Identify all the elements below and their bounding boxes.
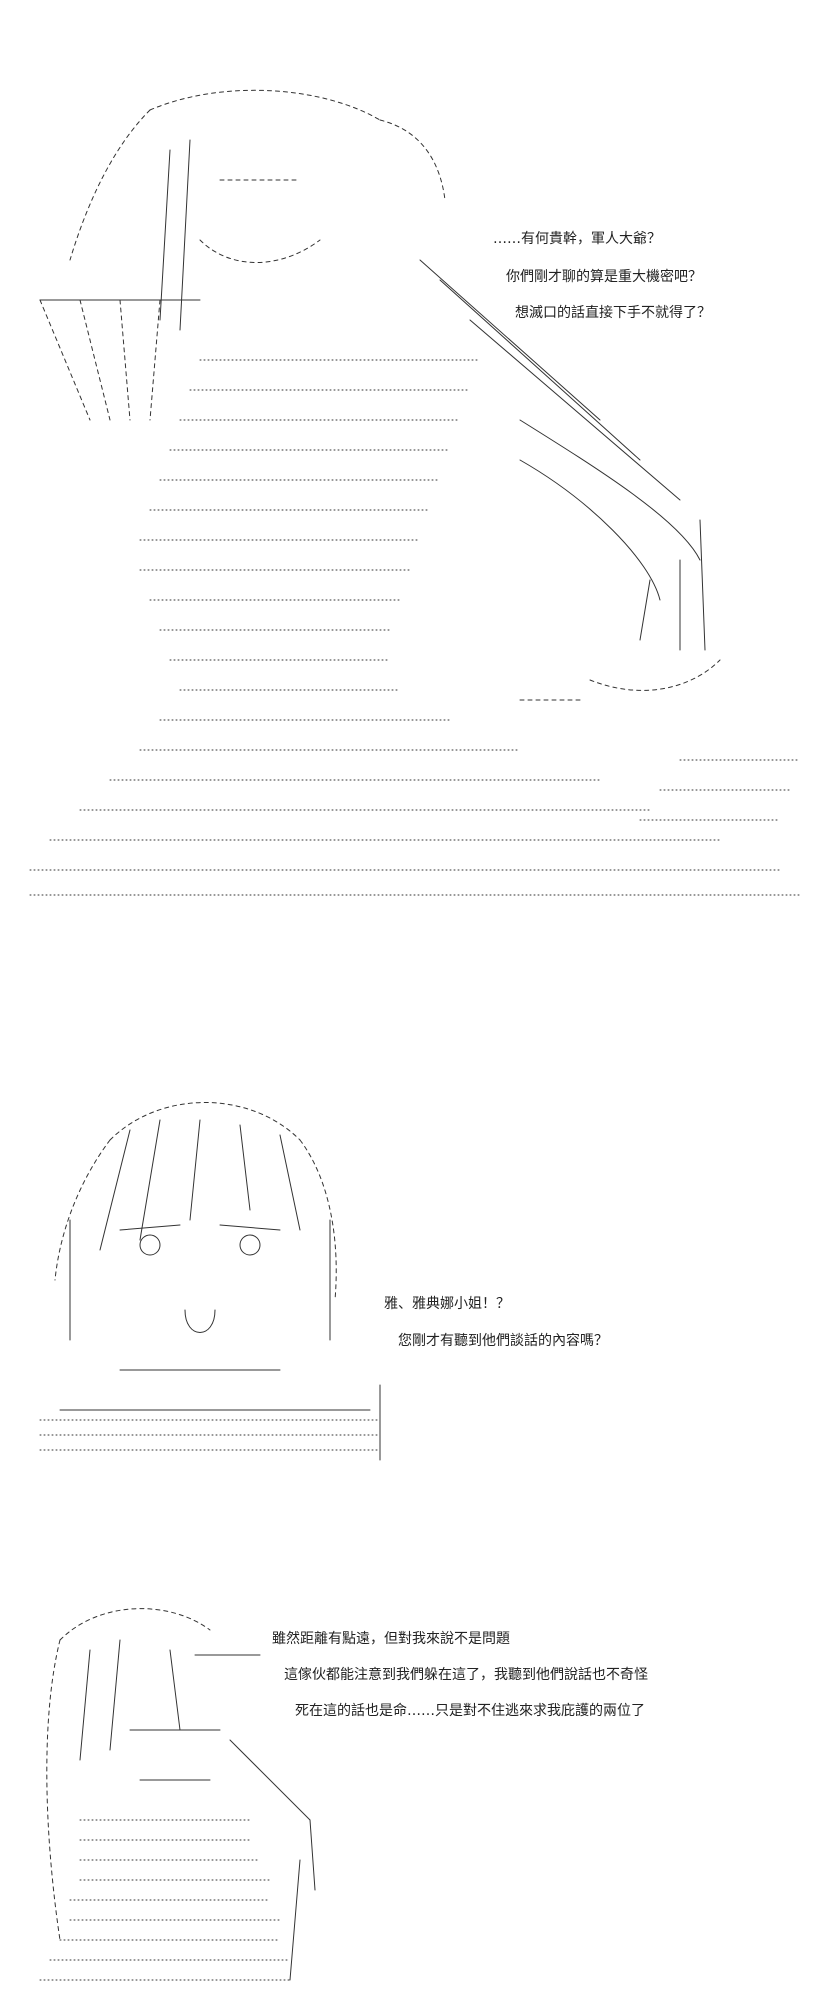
panel-3: 雖然距離有點遠，但對我來說不是問題 這傢伙都能注意到我們躲在這了，我聽到他們說話…: [0, 1560, 827, 2000]
panel-2: 雅、雅典娜小姐！？ 您剛才有聽到他們談話的內容嗎？: [0, 1040, 827, 1480]
panel-1: ……有何貴幹，軍人大爺？ 你們剛才聊的算是重大機密吧？ 想滅口的話直接下手不就得…: [0, 0, 827, 920]
dialogue-line: 想滅口的話直接下手不就得了？: [515, 305, 711, 321]
ascii-art-girl-portrait: [39, 1102, 381, 1461]
ascii-art-figure-with-fan: [29, 89, 801, 896]
ascii-art-girl-side-view: [39, 1608, 316, 1981]
dialogue-line: 死在這的話也是命……只是對不住逃來求我庇護的兩位了: [295, 1703, 645, 1719]
dialogue-line: 你們剛才聊的算是重大機密吧？: [506, 269, 702, 285]
dialogue-line: ……有何貴幹，軍人大爺？: [493, 231, 661, 247]
dialogue-line: 雅、雅典娜小姐！？: [384, 1296, 510, 1312]
dialogue-line: 雖然距離有點遠，但對我來說不是問題: [272, 1631, 510, 1647]
dialogue-line: 這傢伙都能注意到我們躲在這了，我聽到他們說話也不奇怪: [284, 1667, 648, 1683]
dialogue-line: 您剛才有聽到他們談話的內容嗎？: [398, 1333, 608, 1349]
